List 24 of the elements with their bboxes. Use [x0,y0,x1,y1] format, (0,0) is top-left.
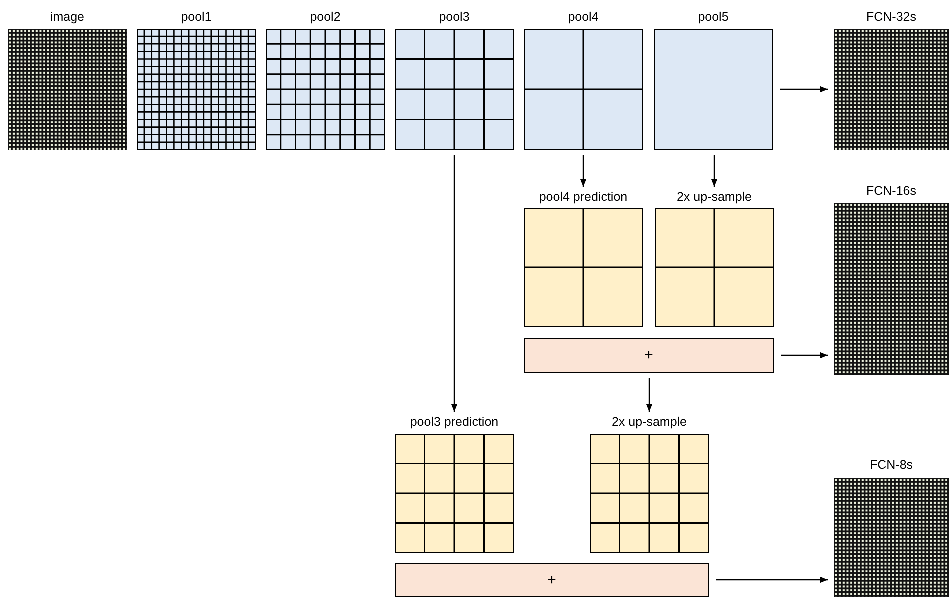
map-title: FCN-32s [865,10,918,25]
map-title: pool2 [309,10,342,25]
arrow [716,576,828,584]
arrow [646,378,653,412]
map-title: 2x up-sample [610,415,688,430]
map-title: FCN-8s [868,458,914,473]
arrow [781,352,828,359]
sum-box [395,563,709,597]
sum-box [524,338,774,373]
map-title: pool3 [438,10,471,25]
plus-sign: + [644,348,654,363]
map-title: 2x up-sample [676,190,754,205]
map-title: pool1 [180,10,213,25]
plus-sign: + [548,572,556,588]
arrow [451,155,458,412]
arrow [780,86,828,93]
map-title: pool4 [567,10,600,25]
map-title: FCN-16s [865,184,918,199]
map-title: image [49,10,86,25]
arrow [580,155,587,187]
arrow [711,155,718,187]
map-title: pool4 prediction [538,190,629,205]
map-title: pool3 prediction [409,415,500,430]
map-title: pool5 [697,10,730,25]
